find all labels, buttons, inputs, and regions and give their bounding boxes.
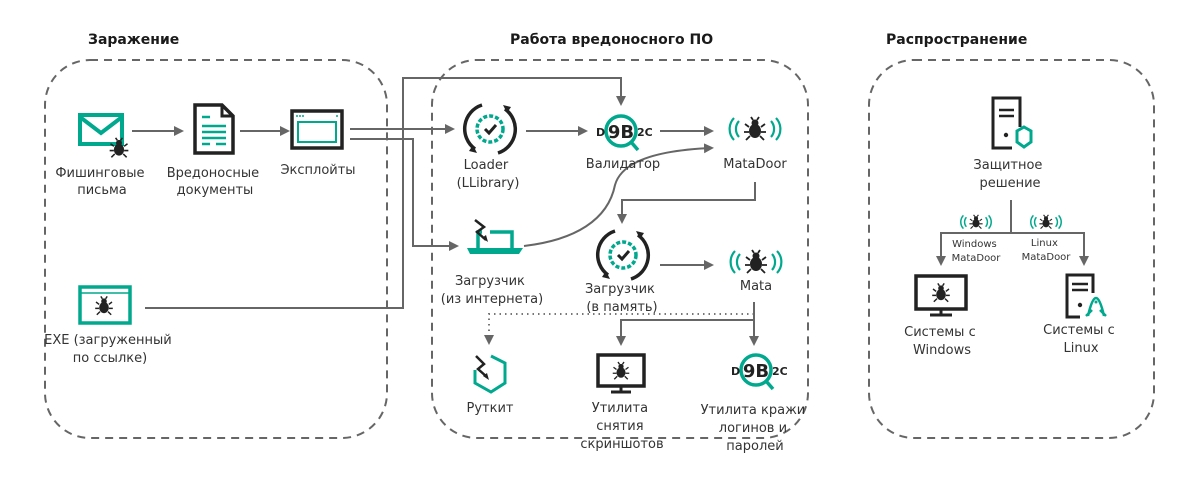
arrow-exploits-to-downloader <box>350 138 459 251</box>
arrow-to-linux <box>1011 232 1089 266</box>
monitor-bug-icon <box>596 353 646 394</box>
svg-text:9B: 9B <box>608 122 634 143</box>
node-label: Системы с Linux <box>1043 323 1119 356</box>
bug-signal-icon <box>960 214 992 230</box>
node-label: Loader (LLibrary) <box>457 158 520 191</box>
node-label: MataDoor <box>723 157 787 172</box>
node-label: Загрузчик (из интернета) <box>441 274 543 307</box>
node-label: Вредоносные документы <box>167 166 264 198</box>
node-label: Фишинговые письма <box>55 166 148 198</box>
loader-cycle-icon <box>595 229 651 281</box>
svg-text:D: D <box>596 126 605 139</box>
group-box-infection <box>44 59 388 439</box>
node-validator: D 9B 2C Валидатор <box>586 114 660 172</box>
bug-signal-icon <box>729 249 783 274</box>
svg-text:D: D <box>731 365 740 378</box>
phishing-email-icon <box>78 113 130 159</box>
dotted-mata-to-rootkit <box>488 313 754 340</box>
node-label: Windows MataDoor <box>952 239 1002 264</box>
node-rootkit: Руткит <box>467 354 514 416</box>
arrow-downloader-to-matadoor <box>523 143 714 247</box>
arrow-to-windows <box>936 232 1011 266</box>
node-downloader-net: Загрузчик (из интернета) <box>441 219 543 307</box>
exe-window-bug-icon <box>78 285 132 325</box>
node-label: Загрузчик (в память) <box>585 282 659 315</box>
node-label: Эксплойты <box>280 163 355 178</box>
node-label: Руткит <box>467 401 514 416</box>
loader-cycle-icon <box>462 103 518 155</box>
node-linux-systems: Системы с Linux <box>1043 273 1119 356</box>
group-box-malware <box>431 59 809 439</box>
exploit-window-icon <box>290 109 344 150</box>
monitor-bug-icon <box>914 274 968 317</box>
bug-signal-icon <box>728 116 782 141</box>
section-title-infection: Заражение <box>88 32 179 48</box>
svg-text:2C: 2C <box>637 126 653 139</box>
node-linux-matadoor: Linux MataDoor <box>1022 214 1072 263</box>
node-label: EXE (загруженный по ссылке) <box>44 333 176 366</box>
node-label: Защитное решение <box>973 158 1046 191</box>
server-shield-icon <box>991 96 1033 150</box>
node-label: Системы с Windows <box>904 325 980 358</box>
svg-text:2C: 2C <box>772 365 788 378</box>
node-docs: Вредоносные документы <box>167 103 264 198</box>
node-label: Утилита снятия скриншотов <box>580 401 663 452</box>
svg-text:9B: 9B <box>743 361 769 382</box>
node-win-matadoor: Windows MataDoor <box>952 214 1002 264</box>
node-phishing: Фишинговые письма <box>55 113 148 198</box>
arrow-exe-to-validator <box>145 77 626 309</box>
node-loader: Loader (LLibrary) <box>457 103 520 191</box>
node-label: Валидатор <box>586 157 660 172</box>
shield-lightning-icon <box>473 354 507 394</box>
node-exploits: Эксплойты <box>280 109 356 178</box>
node-security: Защитное решение <box>973 96 1046 191</box>
malicious-document-icon <box>193 103 235 155</box>
laptop-lightning-icon <box>467 219 523 254</box>
d9b2c-search-icon: D 9B 2C <box>596 114 653 152</box>
server-linux-icon <box>1065 273 1107 319</box>
node-mata: Mata <box>729 249 783 294</box>
node-matadoor: MataDoor <box>723 116 787 172</box>
node-label: Linux MataDoor <box>1022 238 1072 263</box>
node-stealer: D 9B 2C Утилита кражи логинов и паролей <box>701 353 810 454</box>
section-title-spread: Распространение <box>886 32 1027 48</box>
node-screenshot: Утилита снятия скриншотов <box>580 353 664 452</box>
node-exe: EXE (загруженный по ссылке) <box>44 285 176 366</box>
group-box-spread <box>868 59 1155 439</box>
arrowhead-rootkit <box>484 335 494 345</box>
bug-signal-icon <box>1030 214 1062 230</box>
node-label: Утилита кражи логинов и паролей <box>701 403 810 454</box>
node-label: Mata <box>740 279 772 294</box>
arrow-matadoor-to-downloader-mem <box>617 182 756 224</box>
d9b2c-search-icon: D 9B 2C <box>731 353 788 391</box>
node-windows-systems: Системы с Windows <box>904 274 980 358</box>
connectors <box>132 77 1089 346</box>
section-title-malware: Работа вредоносного ПО <box>510 32 713 48</box>
arrow-mata-to-screenshot <box>616 319 754 346</box>
node-downloader-mem: Загрузчик (в память) <box>585 229 659 315</box>
